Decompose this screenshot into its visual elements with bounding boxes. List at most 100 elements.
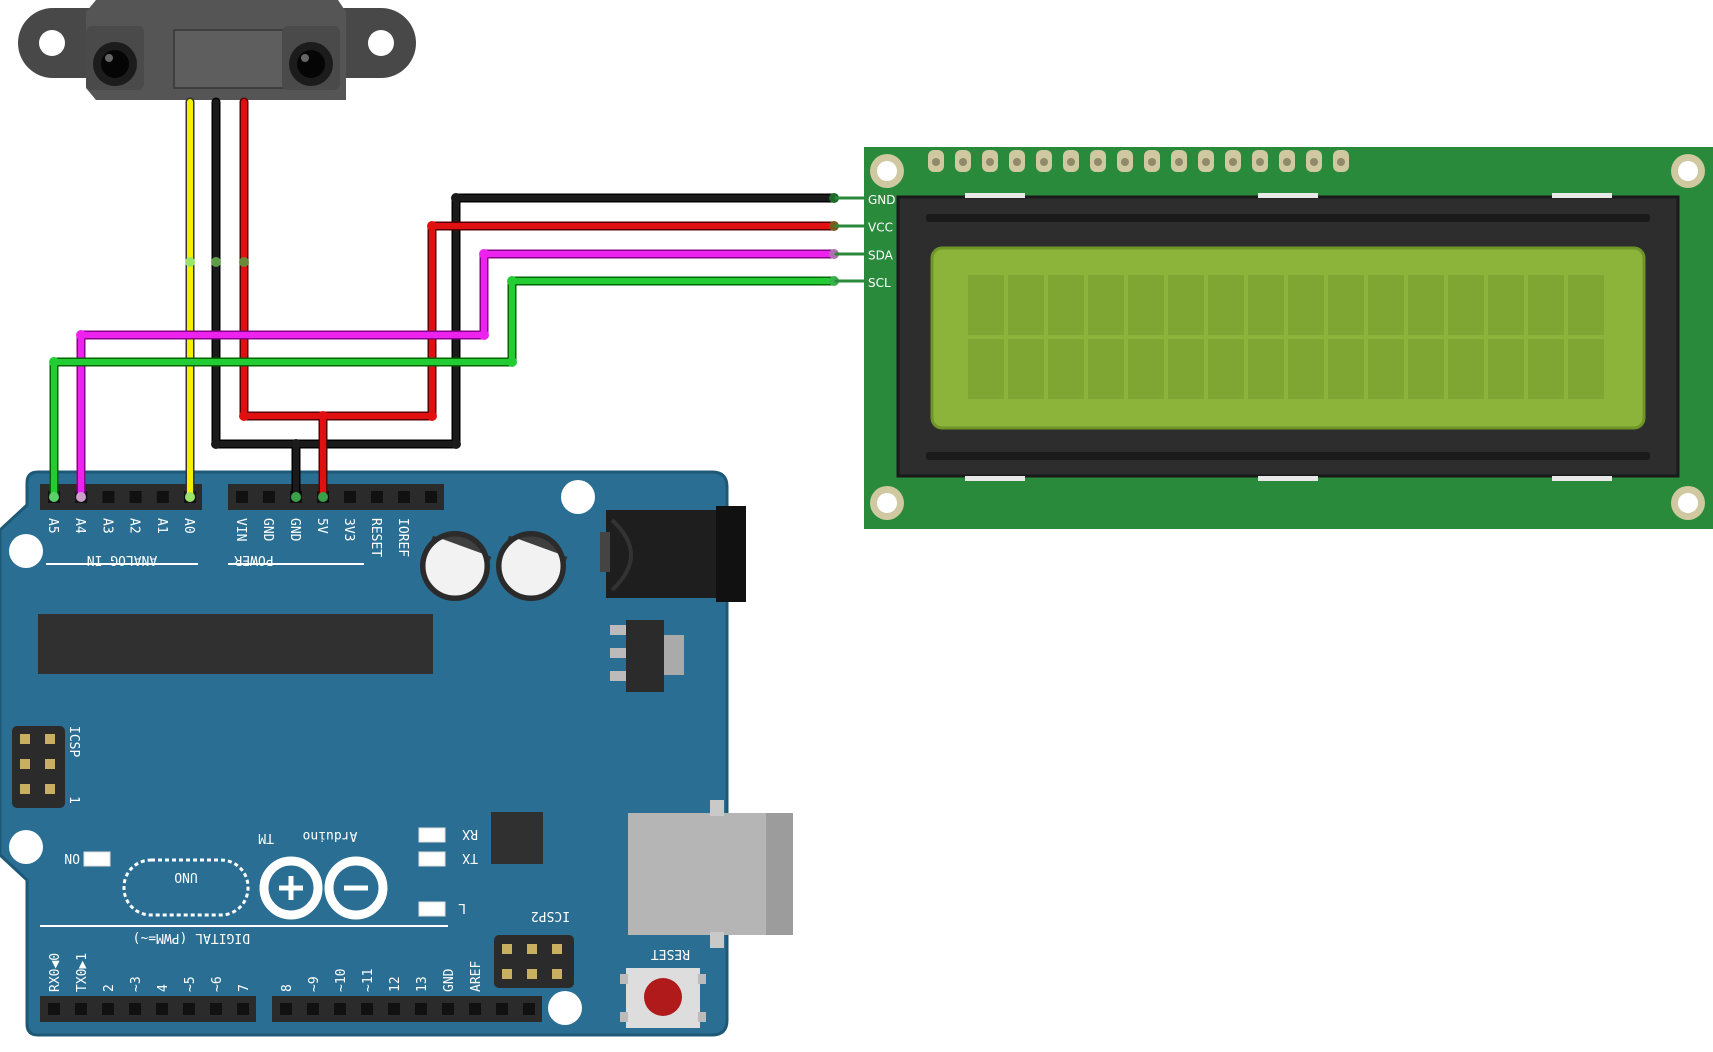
lcd-char-cell bbox=[1128, 275, 1164, 335]
digital-pin-label: AREF bbox=[469, 961, 484, 992]
sensor-lens-icon bbox=[289, 42, 333, 86]
lcd-char-cell bbox=[968, 275, 1004, 335]
header-pin bbox=[236, 491, 248, 503]
lcd-char-cell bbox=[1008, 275, 1044, 335]
digital-label: DIGITAL (PWM=~) bbox=[133, 930, 250, 945]
lcd-char-cell bbox=[1288, 339, 1324, 399]
icsp2-header bbox=[494, 935, 574, 988]
power-header bbox=[228, 484, 444, 510]
analog-in-label: ANALOG IN bbox=[87, 552, 157, 567]
header-pin bbox=[75, 1003, 87, 1015]
digital-pin-label: 12 bbox=[388, 976, 403, 992]
wire-scl bbox=[49, 276, 839, 502]
header-pin bbox=[156, 491, 169, 503]
analog-pin-label: A1 bbox=[154, 518, 169, 534]
wires bbox=[49, 97, 868, 502]
mounting-hole-icon bbox=[9, 534, 43, 568]
lcd-char-cell bbox=[1088, 339, 1124, 399]
digital-pin-label: ~3 bbox=[129, 976, 144, 992]
icsp2-label: ICSP2 bbox=[531, 908, 570, 923]
power-pin-label: IOREF bbox=[395, 518, 410, 557]
digital-pin-label: ~10 bbox=[334, 969, 349, 992]
lcd-pin-label: SDA bbox=[868, 248, 894, 262]
header-pin bbox=[496, 1003, 508, 1015]
lcd-char-cell bbox=[1488, 275, 1524, 335]
header-pin bbox=[425, 491, 437, 503]
usb-b-connector bbox=[628, 800, 793, 948]
digital-pin-label: ~11 bbox=[361, 969, 376, 992]
header-pin bbox=[442, 1003, 454, 1015]
mounting-hole-icon bbox=[9, 830, 43, 864]
capacitor bbox=[496, 531, 568, 601]
digital-pin-label: RX0◀0 bbox=[48, 953, 63, 992]
lcd-char-cell bbox=[1048, 275, 1084, 335]
power-pin-label: GND bbox=[260, 518, 275, 542]
digital-pin-label: 2 bbox=[102, 984, 117, 992]
lcd-char-cell bbox=[1168, 275, 1204, 335]
icsp2-pin bbox=[502, 969, 512, 979]
lcd-char-cell bbox=[1368, 339, 1404, 399]
lcd-char-cell bbox=[1008, 339, 1044, 399]
arduino-tm-text: TM bbox=[258, 830, 274, 845]
microcontroller-chip bbox=[38, 614, 433, 674]
digital-pin-label: 13 bbox=[415, 976, 430, 992]
icsp-pin bbox=[45, 734, 55, 744]
dc-power-jack bbox=[600, 506, 746, 602]
lcd-char-cell bbox=[1368, 275, 1404, 335]
header-pin bbox=[334, 1003, 346, 1015]
header-pin bbox=[398, 491, 410, 503]
digital-pin-label: 7 bbox=[237, 984, 252, 992]
lcd-char-cell bbox=[1248, 339, 1284, 399]
arduino-infinity-logo-icon bbox=[259, 856, 388, 920]
power-pin-label: GND bbox=[287, 518, 302, 542]
digital-pin-label: ~6 bbox=[210, 976, 225, 992]
icsp2-pin bbox=[552, 969, 562, 979]
header-pin bbox=[102, 491, 115, 503]
header-pin bbox=[307, 1003, 319, 1015]
header-pin bbox=[523, 1003, 535, 1015]
lcd-char-cell bbox=[1168, 339, 1204, 399]
analog-pin-label: A3 bbox=[99, 518, 114, 534]
icsp2-pin bbox=[527, 944, 537, 954]
icsp-label: ICSP bbox=[66, 726, 81, 757]
arduino-brand-text: Arduino bbox=[303, 828, 358, 843]
header-pin bbox=[129, 1003, 141, 1015]
lcd-char-cell bbox=[1568, 339, 1604, 399]
icsp2-pin bbox=[552, 944, 562, 954]
lcd-char-cell bbox=[1408, 339, 1444, 399]
icsp-pin bbox=[45, 759, 55, 769]
icsp2-pin bbox=[527, 969, 537, 979]
icsp-pin bbox=[45, 784, 55, 794]
ir-distance-sensor bbox=[18, 0, 416, 100]
mounting-hole-icon bbox=[39, 30, 65, 56]
header-pin bbox=[102, 1003, 114, 1015]
arduino-pcb bbox=[0, 470, 729, 1037]
icsp-pin bbox=[20, 784, 30, 794]
led-l: L bbox=[418, 900, 466, 917]
svg-text:TX: TX bbox=[462, 850, 478, 865]
digital-pin-label: GND bbox=[442, 968, 457, 992]
reset-button[interactable] bbox=[620, 968, 706, 1028]
mounting-hole-icon bbox=[548, 991, 582, 1025]
header-pin bbox=[237, 1003, 249, 1015]
header-pin bbox=[129, 491, 142, 503]
wire-sensor-vcc bbox=[239, 97, 839, 421]
digital-pin-label: TX0▶1 bbox=[75, 953, 90, 992]
lcd-char-cell bbox=[1488, 339, 1524, 399]
lcd-char-cell bbox=[1128, 339, 1164, 399]
icsp-pin bbox=[20, 759, 30, 769]
lcd-char-cell bbox=[1528, 275, 1564, 335]
mounting-hole-icon bbox=[368, 30, 394, 56]
reset-button-icon[interactable] bbox=[644, 978, 682, 1016]
voltage-regulator bbox=[610, 620, 684, 692]
power-pin-label: 5V bbox=[314, 518, 329, 534]
lcd-char-cell bbox=[1248, 275, 1284, 335]
header-pin bbox=[415, 1003, 427, 1015]
digital-pin-label: ~5 bbox=[183, 976, 198, 992]
header-pin bbox=[469, 1003, 481, 1015]
digital-pin-label: 8 bbox=[280, 984, 295, 992]
digital-header-low bbox=[40, 996, 256, 1022]
